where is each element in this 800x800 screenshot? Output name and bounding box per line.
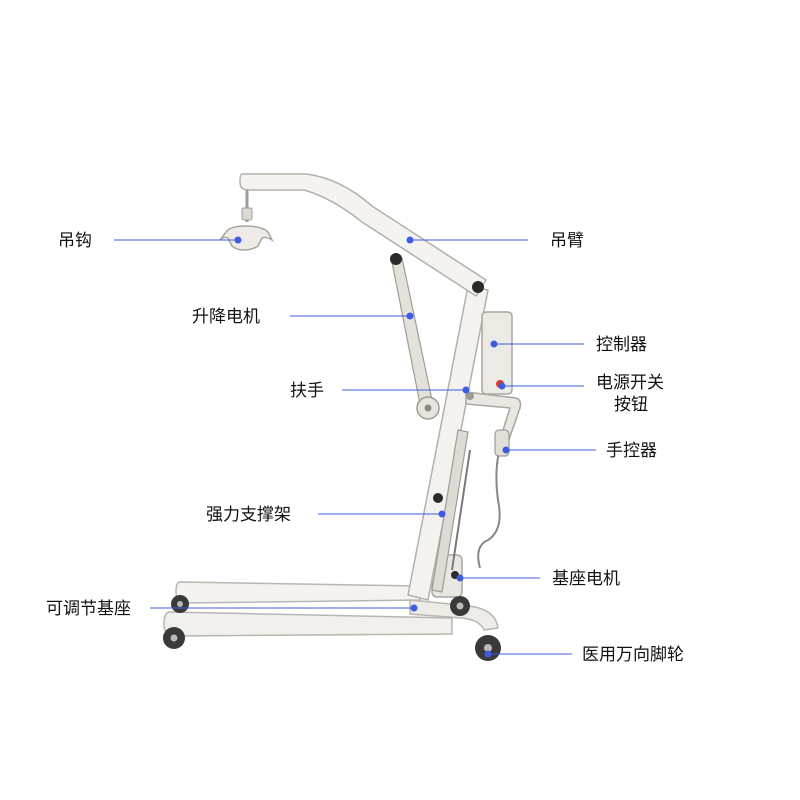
label-boom: 吊臂: [550, 231, 584, 251]
label-power-switch-line2: 按钮: [614, 395, 648, 415]
boom-arm: [239, 173, 488, 298]
label-handrail: 扶手: [290, 381, 324, 401]
label-adjustable-base: 可调节基座: [46, 599, 131, 619]
hook-bar: [219, 225, 274, 251]
label-base-motor: 基座电机: [552, 569, 620, 589]
boom-pivot-knob: [472, 281, 484, 293]
caster-front-left: [171, 595, 189, 613]
label-power-switch-line1: 电源开关: [596, 373, 664, 393]
label-hook: 吊钩: [58, 231, 92, 251]
label-controller: 控制器: [596, 335, 647, 355]
base-tail: [409, 599, 499, 631]
handrail: [465, 391, 522, 449]
lift-actuator: [391, 257, 433, 405]
patient-lift-illustration: [163, 173, 522, 661]
label-hand-controller: 手控器: [606, 441, 657, 461]
actuator-top-knob: [390, 253, 402, 265]
base-leg-front: [175, 581, 421, 604]
leader-lines: [114, 236, 596, 658]
caster-front-right: [450, 596, 470, 616]
mast-knob: [433, 493, 443, 503]
label-lift-motor: 升降电机: [192, 307, 260, 327]
labels: 吊钩 吊臂 升降电机 控制器 扶手 电源开关 按钮 手控器 强力支撑架 基座电机…: [46, 231, 684, 665]
hand-controller-cable: [477, 447, 501, 569]
controller-box: [481, 311, 513, 395]
label-support-frame: 强力支撑架: [206, 505, 291, 525]
label-casters: 医用万向脚轮: [582, 645, 684, 665]
support-frame-rod: [431, 429, 469, 593]
base-leg-rear: [163, 611, 453, 637]
support-frame-inner: [451, 449, 471, 571]
caster-rear-left: [163, 627, 185, 649]
mast: [407, 285, 489, 601]
